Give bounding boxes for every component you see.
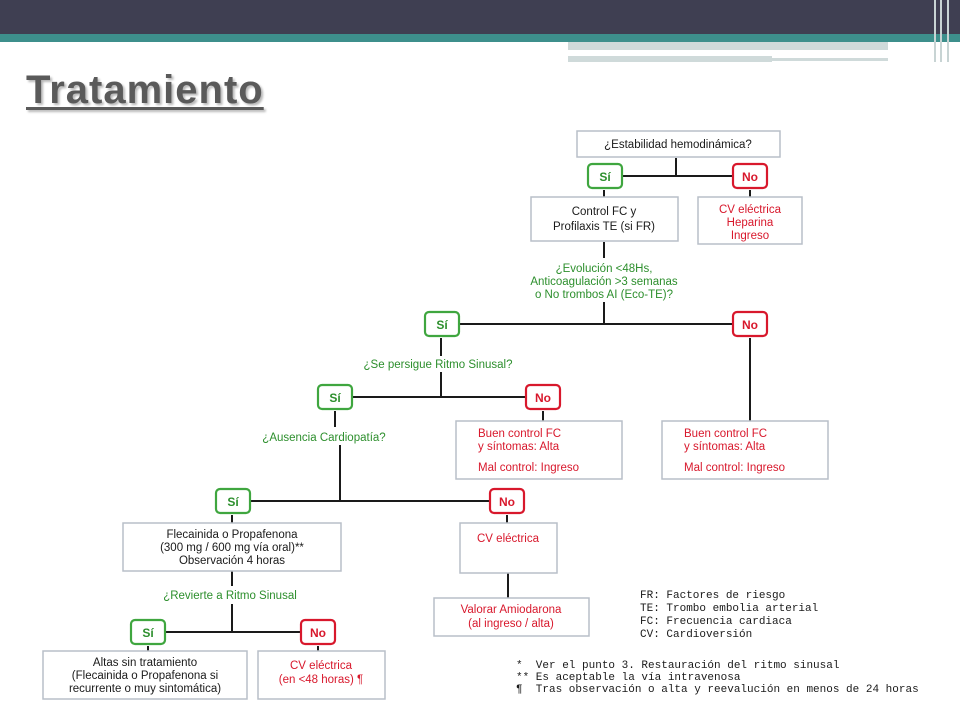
- action-text: Flecainida o Propafenona: [166, 529, 298, 541]
- no-badge: [299, 618, 337, 646]
- outcome-text: y síntomas: Alta: [684, 441, 766, 453]
- outcome-text: Buen control FC: [478, 428, 561, 440]
- header-decoration: [947, 0, 949, 62]
- page-title: Tratamiento: [26, 68, 264, 112]
- yes-label: Sí: [329, 391, 341, 405]
- no-label: No: [742, 318, 758, 332]
- action-text: CV eléctrica: [719, 204, 782, 216]
- action-text: Heparina: [727, 217, 774, 229]
- yes-badge: [129, 618, 167, 646]
- outcome-box-buen-control: [661, 420, 829, 480]
- action-box-cv-heparina: [697, 196, 803, 245]
- outcome-text: Altas sin tratamiento: [93, 657, 197, 669]
- action-text: Observación 4 horas: [179, 555, 285, 567]
- question-estabilidad: ¿Estabilidad hemodinámica?: [604, 139, 752, 151]
- action-box-flecainida: [122, 522, 342, 572]
- outcome-text: (Flecainida o Propafenona si: [72, 670, 218, 682]
- header-accent-bar: [0, 34, 960, 42]
- action-text: Control FC y: [572, 206, 637, 218]
- action-text: Ingreso: [731, 230, 769, 242]
- yes-label: Sí: [227, 495, 239, 509]
- legend-item: FC: Frecuencia cardiaca: [640, 616, 792, 628]
- yes-label: Sí: [436, 318, 448, 332]
- outcome-text: CV eléctrica: [290, 660, 353, 672]
- no-label: No: [499, 495, 515, 509]
- legend-item: CV: Cardioversión: [640, 629, 752, 641]
- outcome-text: Buen control FC: [684, 428, 767, 440]
- action-text: (al ingreso / alta): [468, 618, 554, 630]
- action-box-control-fc: [530, 196, 679, 242]
- footnotes: * Ver el punto 3. Restauración del ritmo…: [516, 660, 919, 696]
- outcome-box-altas: [42, 650, 248, 700]
- flow-connectors: [147, 158, 751, 651]
- outcome-text: y síntomas: Alta: [478, 441, 560, 453]
- action-text: (300 mg / 600 mg vía oral)**: [160, 542, 304, 554]
- header-decoration: [934, 0, 936, 62]
- action-box-cv-electrica: [459, 522, 558, 574]
- header-decoration: [772, 58, 888, 61]
- outcome-text: Mal control: Ingreso: [684, 462, 785, 474]
- action-text: Profilaxis TE (si FR): [553, 221, 655, 233]
- no-label: No: [310, 626, 326, 640]
- no-label: No: [742, 170, 758, 184]
- outcome-box-buen-control: [455, 420, 623, 480]
- yes-badge: [214, 487, 252, 515]
- footnote: ** Es aceptable la vía intravenosa: [516, 672, 741, 684]
- abbreviations-legend: FR: Factores de riesgo TE: Trombo emboli…: [640, 590, 818, 641]
- action-box-amiodarona: [433, 597, 590, 637]
- header-decoration: [568, 56, 772, 62]
- outcome-box-cv-48h: [257, 650, 386, 700]
- header-decoration: [568, 42, 888, 50]
- yes-badge: [586, 162, 624, 190]
- outcome-text: (en <48 horas) ¶: [279, 674, 364, 686]
- question-revierte: ¿Revierte a Ritmo Sinusal: [163, 590, 297, 602]
- header-bar: [0, 0, 960, 34]
- yes-label: Sí: [142, 626, 154, 640]
- action-text: Valorar Amiodarona: [461, 604, 562, 616]
- no-badge: [731, 310, 769, 338]
- yes-badge: [423, 310, 461, 338]
- outcome-text: recurrente o muy sintomática): [69, 683, 221, 695]
- question-cardiopatia: ¿Ausencia Cardiopatía?: [262, 432, 385, 444]
- action-text: CV eléctrica: [477, 533, 540, 545]
- footnote: ¶ Tras observación o alta y reevalución …: [516, 684, 919, 696]
- question-evolucion: Anticoagulación >3 semanas: [530, 276, 678, 288]
- question-evolucion: o No trombos AI (Eco-TE)?: [535, 289, 673, 301]
- no-badge: [731, 162, 769, 190]
- question-box-estabilidad: [576, 130, 781, 158]
- legend-item: TE: Trombo embolia arterial: [640, 603, 818, 615]
- no-badge: [524, 383, 562, 411]
- no-badge: [488, 487, 526, 515]
- question-evolucion: ¿Evolución <48Hs,: [556, 263, 653, 275]
- question-ritmo-sinusal: ¿Se persigue Ritmo Sinusal?: [364, 359, 513, 371]
- no-label: No: [535, 391, 551, 405]
- yes-label: Sí: [599, 170, 611, 184]
- header-decoration: [940, 0, 942, 62]
- legend-item: FR: Factores de riesgo: [640, 590, 785, 602]
- yes-badge: [316, 383, 354, 411]
- footnote: * Ver el punto 3. Restauración del ritmo…: [516, 660, 839, 672]
- outcome-text: Mal control: Ingreso: [478, 462, 579, 474]
